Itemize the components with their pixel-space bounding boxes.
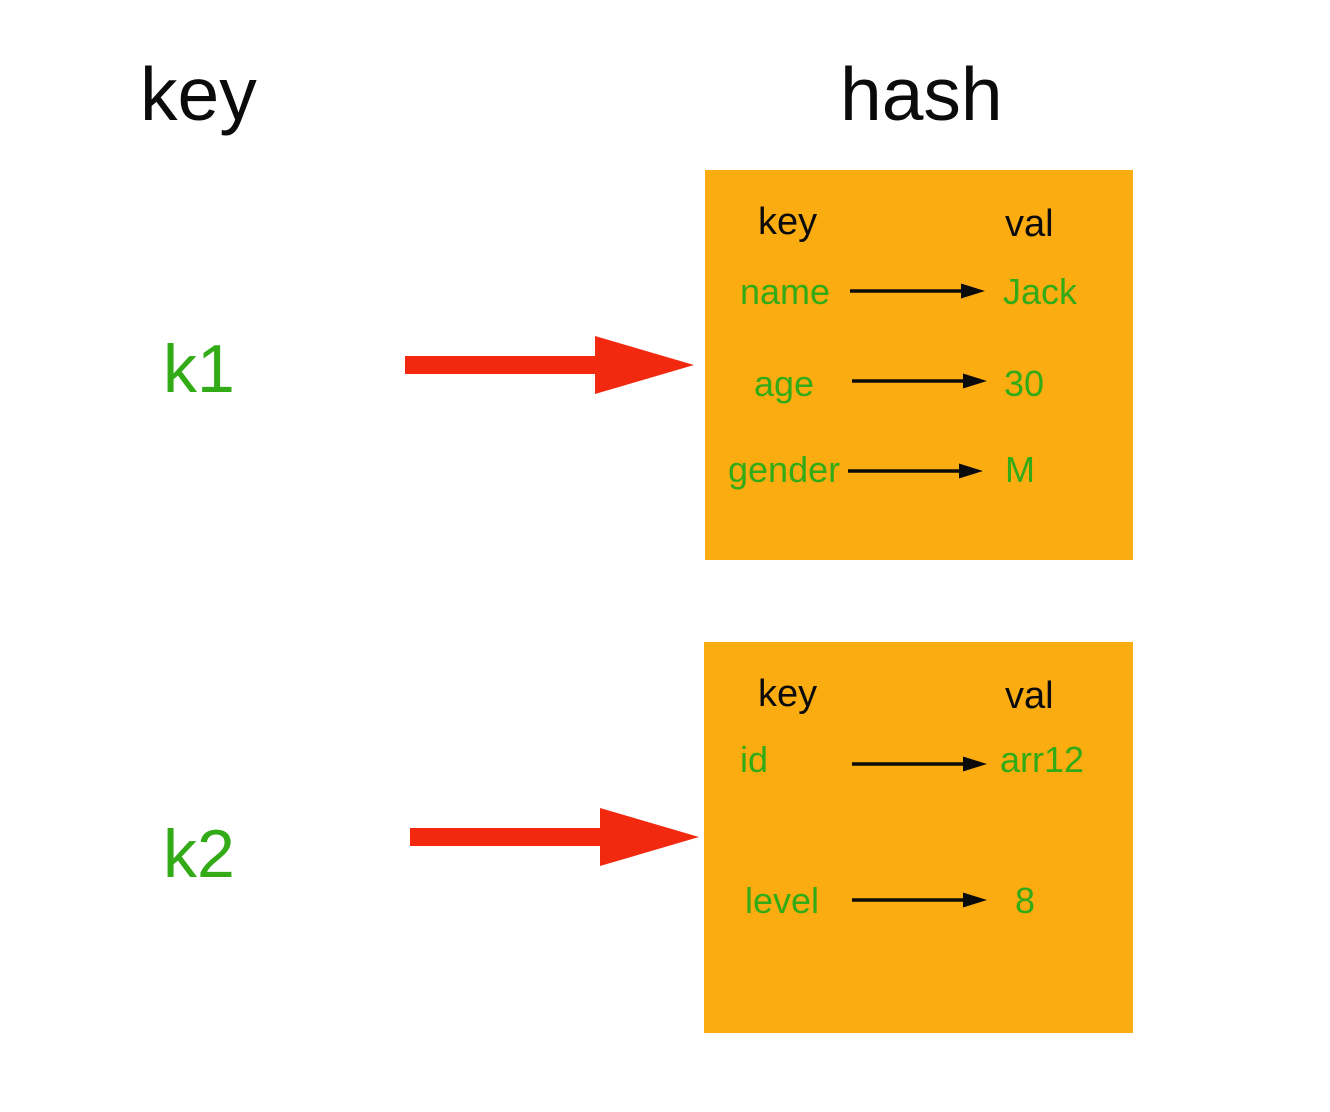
key-label-k1: k1	[163, 331, 235, 407]
arrow-right-icon	[852, 892, 987, 908]
red-arrow-k2-icon	[410, 808, 699, 866]
hash-field-label: age	[754, 363, 815, 404]
column-title-hash: hash	[840, 52, 1003, 136]
hash-field-value: 8	[1015, 880, 1036, 921]
hash-field-label: id	[740, 739, 769, 780]
arrow-right-icon	[850, 283, 985, 299]
hash-field-value: arr12	[1000, 739, 1085, 780]
hash-field-label: gender	[728, 449, 841, 490]
box1-val-header: val	[1005, 203, 1054, 245]
arrow-right-icon	[848, 463, 983, 479]
hash-field-value: 30	[1004, 363, 1045, 404]
box2-key-header: key	[758, 673, 818, 715]
column-title-key: key	[140, 52, 257, 136]
arrow-right-icon	[852, 373, 987, 389]
hash-field-label: name	[740, 271, 831, 312]
hash-field-value: M	[1005, 449, 1035, 490]
box1-key-header: key	[758, 201, 818, 243]
key-label-k2: k2	[163, 816, 235, 892]
hash-box-1: key val name Jack age 30 gender M	[705, 170, 1133, 560]
hash-field-label: level	[745, 880, 820, 921]
hash-box-2: key val id arr12 level 8	[704, 642, 1133, 1033]
box2-val-header: val	[1005, 675, 1054, 717]
red-arrow-k1-icon	[405, 336, 694, 394]
arrow-right-icon	[852, 756, 987, 772]
hash-field-value: Jack	[1003, 271, 1078, 312]
